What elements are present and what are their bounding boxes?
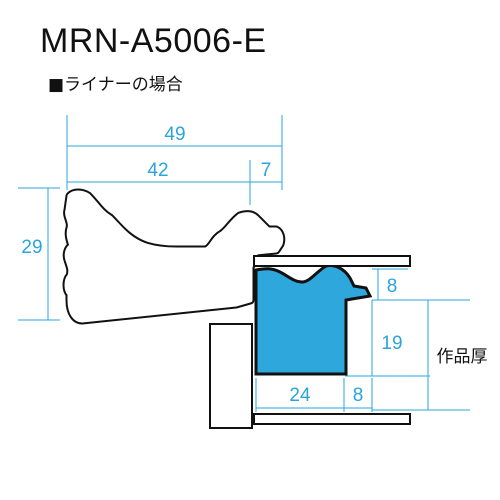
dimension-lines [18,115,470,412]
label-lip-width: 7 [261,160,272,181]
liner-profile [254,264,373,376]
label-liner-width: 24 [289,385,311,406]
artwork-block [209,323,253,429]
glass-panel [253,255,411,267]
label-overall-width: 49 [164,124,185,145]
liner-case-subtitle: ■ライナーの場合 [48,75,183,95]
product-code-title: MRN-A5006-E [40,22,267,60]
backing-board [253,413,411,425]
label-liner-step: 8 [353,385,364,406]
label-artwork-thickness: 作品厚 [437,347,488,367]
label-liner-lip: 8 [387,276,398,297]
frame-moulding-profile-inner [64,190,284,323]
label-inner-width: 42 [147,160,168,181]
label-liner-height: 19 [381,333,402,354]
label-height: 29 [21,237,42,258]
